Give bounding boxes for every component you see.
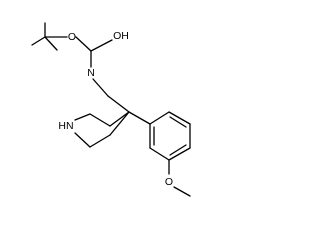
bond-pip-n1-c6 [74, 132, 91, 148]
bond-methoxy-oxygen-to-methyl [173, 186, 191, 197]
bond-aryl-c1-c2 [149, 111, 170, 125]
bond-aryl-c2-c3 [168, 111, 191, 125]
bond-quaternary-to-aryl [128, 111, 151, 125]
bond-tbu-methyl-left [31, 36, 46, 46]
carbamate-nitrogen-label: N [87, 67, 95, 79]
bond-nitrogen-to-methylene [92, 78, 109, 97]
bond-methylene-to-quaternary-carbon [107, 95, 130, 113]
bond-aryl-c4-c5 [168, 147, 191, 161]
ester-oxygen-label: O [68, 31, 76, 43]
bond-pip-c6-c5 [89, 134, 111, 148]
piperidine-nitrogen-label: HN [58, 120, 73, 132]
bond-pip-c3-c2 [89, 113, 111, 127]
bond-pip-c5-c4 [109, 111, 130, 136]
bond-pip-c4-c3 [109, 111, 130, 127]
bond-aryl-c5-c6 [149, 147, 170, 161]
atom-labels: O OH N HN O [58, 30, 173, 188]
chemical-structure-diagram: O OH N HN O [31, 22, 191, 197]
bond-pip-c2-n1 [74, 113, 91, 121]
bond-carbonyl-to-hydroxyl [90, 39, 113, 52]
carbamate-group [75, 36, 130, 113]
bond-aryl-inner-double-2 [169, 144, 187, 156]
piperidine-ring [74, 111, 130, 148]
hydroxyl-label: OH [113, 30, 129, 42]
methoxyphenyl-group [128, 111, 191, 197]
tert-butyl-group [31, 22, 68, 51]
methoxy-oxygen-label: O [165, 176, 173, 188]
bond-tbu-methyl-bottom [44, 36, 58, 51]
bond-ester-oxygen-to-carbonyl [75, 36, 92, 52]
bond-aryl-inner-double-1 [169, 116, 187, 128]
